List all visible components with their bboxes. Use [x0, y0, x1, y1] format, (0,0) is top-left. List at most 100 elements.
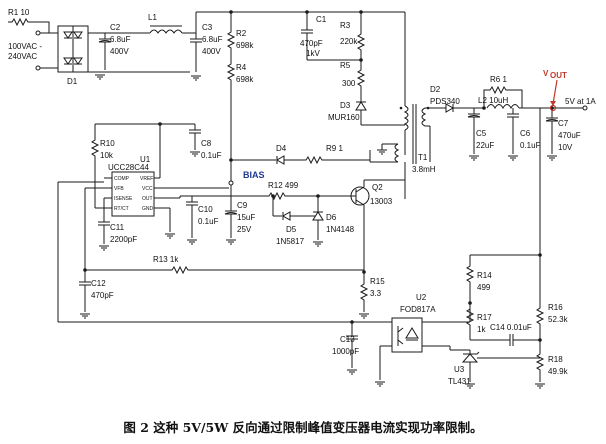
input-terminal-bottom: [35, 65, 41, 71]
u2-label: U2: [416, 293, 427, 302]
capacitor-c10: C10 0.1uF: [185, 195, 219, 226]
d3-value: MUR160: [328, 113, 360, 122]
c2-label: C2: [110, 23, 121, 32]
r18-value: 49.9k: [548, 367, 569, 376]
r2-value: 698k: [236, 41, 254, 50]
u1-pin-isense: ISENSE: [114, 196, 133, 202]
c11-label: C11: [110, 223, 125, 232]
c7-voltage: 10V: [558, 143, 573, 152]
capacitor-c6: C6 0.1uF: [506, 107, 541, 150]
bridge-rectifier-d1: D1: [57, 25, 89, 86]
u1-pin-out: OUT: [142, 196, 153, 202]
c9-label: C9: [237, 201, 248, 210]
r10-value: 10k: [100, 151, 114, 160]
capacitor-c7: C7 470uF 10V: [545, 111, 581, 152]
t1-value: 3.8mH: [412, 165, 436, 174]
resistor-r14: R14 499: [466, 261, 492, 292]
resistor-r1: R1 10: [7, 8, 33, 26]
c11-value: 2200pF: [110, 235, 137, 244]
diode-d3: D3 MUR160: [328, 101, 367, 122]
r17-label: R17: [477, 313, 492, 322]
c13-value: 1000pF: [332, 347, 359, 356]
capacitor-c12: C12 470pF: [78, 275, 114, 300]
c10-value: 0.1uF: [198, 217, 219, 226]
figure-caption: 图 2 这种 5V/5W 反向通过限制峰值变压器电流实现功率限制。: [123, 420, 482, 435]
u1-pin-vfb: VFB: [114, 186, 124, 192]
diode-d6: D6 1N4148: [312, 211, 355, 234]
c10-label: C10: [198, 205, 213, 214]
c6-value: 0.1uF: [520, 141, 541, 150]
u1-pin-vcc: VCC: [142, 186, 153, 192]
bias-label: BIAS: [243, 170, 265, 180]
c6-label: C6: [520, 129, 531, 138]
r5-value: 300: [342, 79, 356, 88]
resistor-r18: R18 49.9k: [536, 349, 569, 376]
shunt-regulator-u3: U3 TL431: [448, 351, 540, 386]
r13-label: R13 1k: [153, 255, 179, 264]
c2-value: 6.8uF: [110, 35, 131, 44]
c1-voltage: 1kV: [306, 49, 320, 58]
c9-value: 15uF: [237, 213, 255, 222]
r9-label: R9 1: [326, 144, 343, 153]
resistor-r13: R13 1k: [153, 255, 193, 274]
resistor-r6: R6 1: [485, 75, 511, 94]
controller-u1: U1 UCC28C44 COMP VFB ISENSE RT/CT VREF V…: [108, 155, 155, 217]
capacitor-c13: C13 1000pF: [332, 322, 359, 368]
r12-label: R12 499: [268, 181, 299, 190]
c3-value: 6.8uF: [202, 35, 223, 44]
vout-subscript: OUT: [550, 71, 567, 80]
c13-label: C13: [340, 335, 355, 344]
d2-label: D2: [430, 85, 441, 94]
c14-label: C14 0.01uF: [490, 323, 532, 332]
inductor-l1: L1: [148, 13, 183, 34]
c1-label: C1: [316, 15, 327, 24]
u1-label: U1: [140, 155, 151, 164]
d6-value: 1N4148: [326, 225, 355, 234]
input-terminal-top: [35, 30, 41, 36]
r10-label: R10: [100, 139, 115, 148]
c8-label: C8: [201, 139, 212, 148]
d2-value: PDS340: [430, 97, 460, 106]
u1-pin-vref: VREF: [140, 176, 153, 182]
d6-label: D6: [326, 213, 337, 222]
vout-label: V: [543, 69, 549, 78]
q2-value: 13003: [370, 197, 393, 206]
c9-voltage: 25V: [237, 225, 252, 234]
l2-label: L2 10uH: [478, 96, 508, 105]
c12-value: 470pF: [91, 291, 114, 300]
r6-label: R6 1: [490, 75, 507, 84]
input-voltage-label-2: 240VAC: [8, 52, 37, 61]
capacitor-c5: C5 22uF: [467, 107, 494, 150]
r14-value: 499: [477, 283, 491, 292]
r16-value: 52.3k: [548, 315, 569, 324]
r3-value: 220k: [340, 37, 358, 46]
d5-label: D5: [286, 225, 297, 234]
c5-label: C5: [476, 129, 487, 138]
c8-value: 0.1uF: [201, 151, 222, 160]
transistor-q2: Q2 13003: [350, 183, 393, 206]
resistor-r3: R3 220k: [340, 21, 365, 55]
resistor-r12: R12 499: [264, 181, 299, 200]
resistor-r2: R2 698k: [227, 27, 254, 53]
r2-label: R2: [236, 29, 247, 38]
d5-value: 1N5817: [276, 237, 305, 246]
resistor-r15: R15 3.3: [360, 277, 385, 305]
capacitor-c2: C2 6.8uF 400V: [98, 23, 131, 70]
resistor-r16: R16 52.3k: [536, 303, 569, 329]
input-voltage-label: 100VAC -: [8, 42, 42, 51]
r15-label: R15: [370, 277, 385, 286]
bias-node: [228, 180, 234, 186]
resistor-r5: R5 300: [340, 61, 365, 91]
d3-label: D3: [340, 101, 351, 110]
resistor-r10: R10 10k: [91, 135, 115, 161]
u3-label: U3: [454, 365, 465, 374]
diode-d5: D5 1N5817: [276, 211, 305, 246]
c1-value: 470pF: [300, 39, 323, 48]
c2-voltage: 400V: [110, 47, 129, 56]
r14-label: R14: [477, 271, 492, 280]
u3-part: TL431: [448, 377, 471, 386]
capacitor-c1: C1 470pF 1kV: [300, 12, 327, 60]
optocoupler-u2: U2 FOD817A: [391, 293, 436, 353]
capacitor-c11: C11 2200pF: [98, 198, 137, 244]
